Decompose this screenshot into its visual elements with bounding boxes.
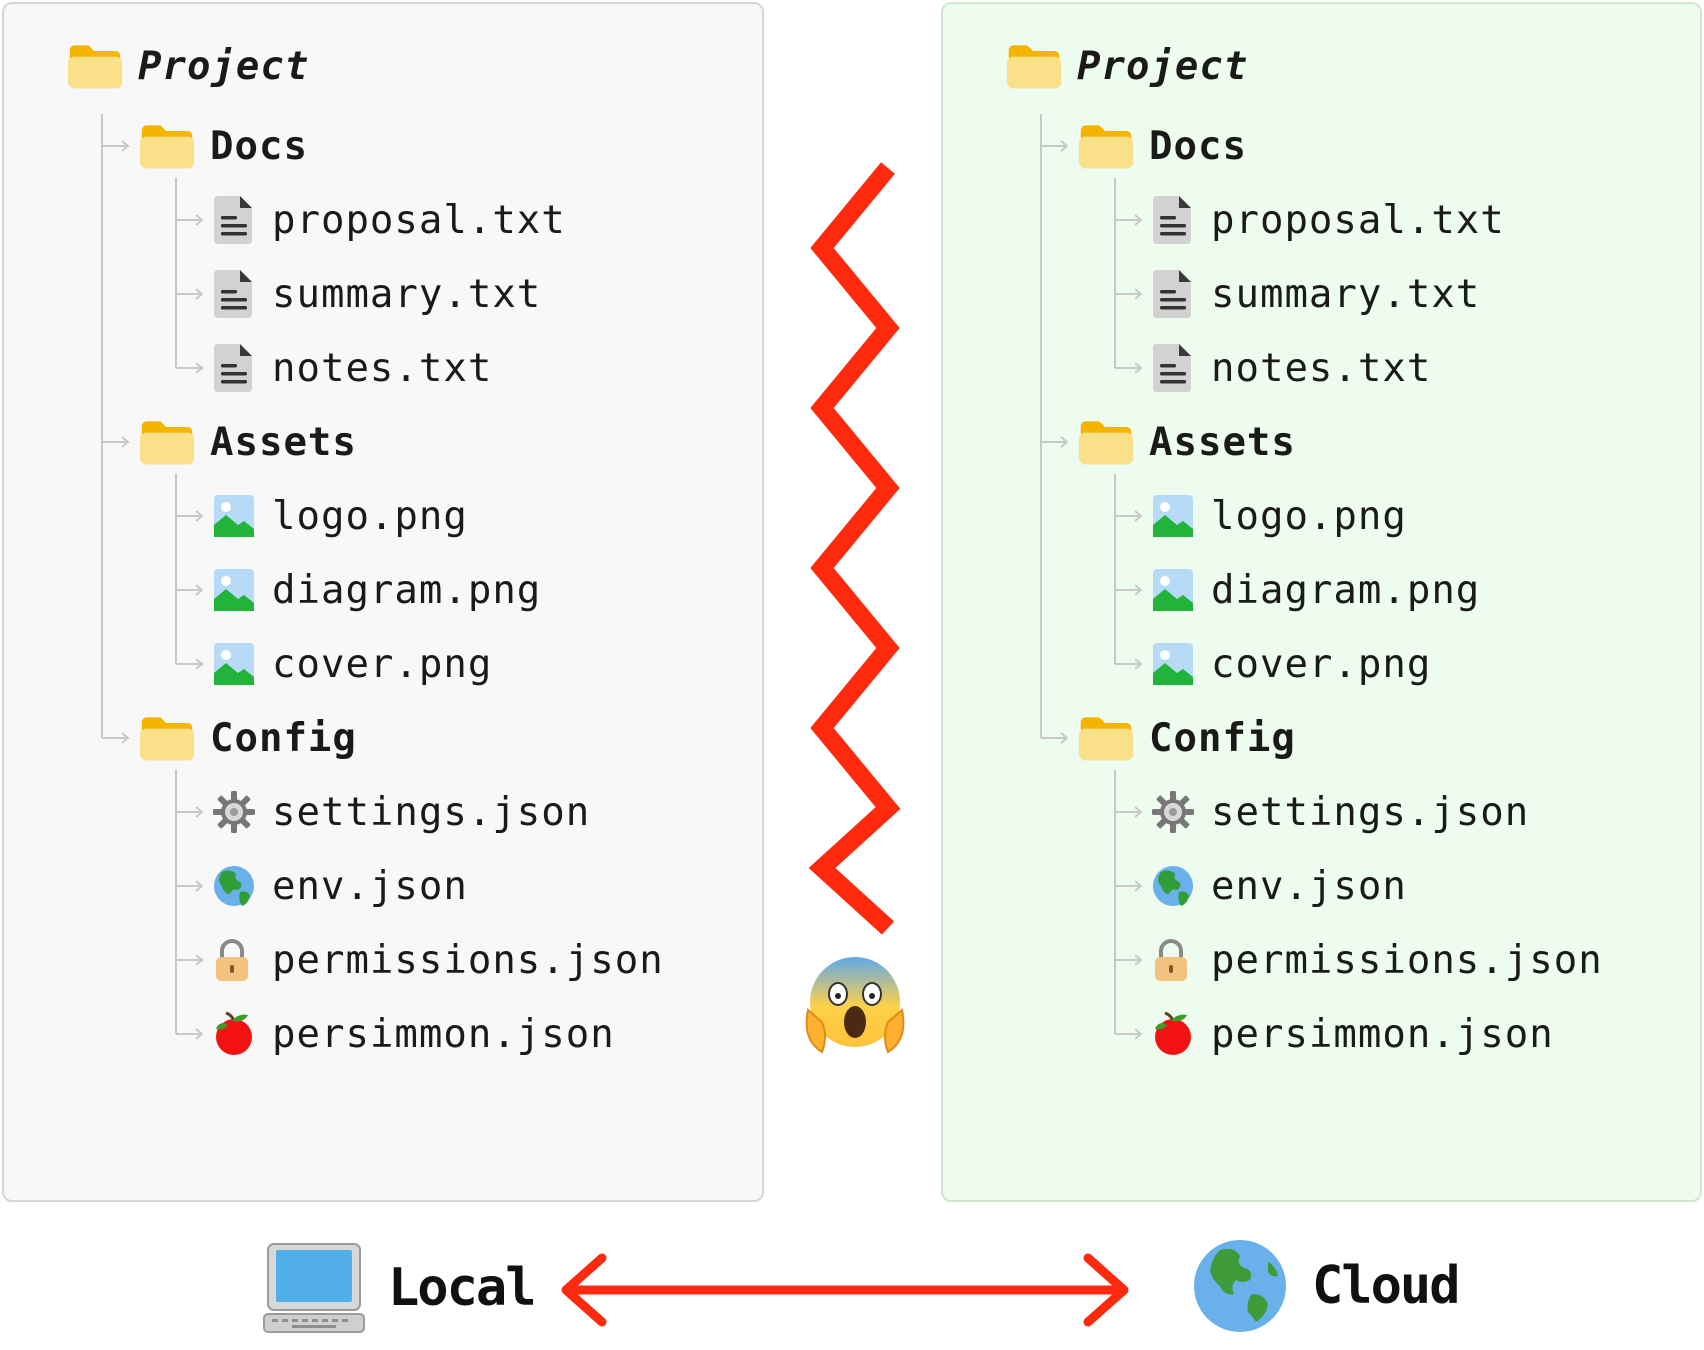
folder-icon <box>138 710 200 766</box>
file-label: summary.txt <box>1211 271 1481 317</box>
text-file-icon <box>1151 340 1211 396</box>
folder-label: Docs <box>1149 123 1247 169</box>
tree-folder[interactable]: Assets <box>138 412 357 472</box>
image-file-icon <box>1151 562 1211 618</box>
tree-file[interactable]: env.json <box>1151 856 1407 916</box>
folder-label: Assets <box>1149 419 1296 465</box>
tree-file[interactable]: diagram.png <box>1151 560 1480 620</box>
zigzag-conflict-icon <box>808 162 901 935</box>
folder-icon <box>138 118 200 174</box>
tree-folder[interactable]: Assets <box>1077 412 1296 472</box>
file-label: logo.png <box>1211 493 1407 539</box>
folder-label: Assets <box>210 419 357 465</box>
file-label: env.json <box>272 863 468 909</box>
file-label: summary.txt <box>272 271 542 317</box>
tree-file[interactable]: summary.txt <box>212 264 541 324</box>
tree-root[interactable]: Project <box>1005 36 1248 96</box>
tree-file[interactable]: cover.png <box>212 634 492 694</box>
file-label: proposal.txt <box>272 197 566 243</box>
tree-file[interactable]: notes.txt <box>1151 338 1431 398</box>
folder-label: Config <box>1149 715 1296 761</box>
tree-file[interactable]: summary.txt <box>1151 264 1480 324</box>
tree-guide-lines <box>1040 114 1143 1040</box>
root-label: Project <box>1077 43 1249 89</box>
lock-icon <box>212 932 272 988</box>
folder-icon <box>1077 118 1139 174</box>
gear-icon <box>212 784 272 840</box>
screaming-face-icon <box>805 957 905 1054</box>
text-file-icon <box>212 192 272 248</box>
gear-icon <box>1151 784 1211 840</box>
tree-file[interactable]: persimmon.json <box>1151 1004 1554 1064</box>
file-label: proposal.txt <box>1211 197 1505 243</box>
persimmon-icon <box>1151 1006 1211 1062</box>
tree-file[interactable]: diagram.png <box>212 560 541 620</box>
file-label: persimmon.json <box>272 1011 615 1057</box>
text-file-icon <box>1151 266 1211 322</box>
folder-icon <box>1005 38 1067 94</box>
computer-icon <box>263 1243 365 1333</box>
tree-file[interactable]: logo.png <box>212 486 468 546</box>
tree-guide-lines <box>101 114 204 1040</box>
file-label: settings.json <box>272 789 591 835</box>
root-label: Project <box>138 43 310 89</box>
globe-icon <box>1151 858 1211 914</box>
tree-file[interactable]: permissions.json <box>1151 930 1603 990</box>
lock-icon <box>1151 932 1211 988</box>
text-file-icon <box>1151 192 1211 248</box>
folder-icon <box>1077 710 1139 766</box>
tree-file[interactable]: env.json <box>212 856 468 916</box>
tree-folder[interactable]: Docs <box>138 116 308 176</box>
tree-file[interactable]: proposal.txt <box>212 190 566 250</box>
file-label: permissions.json <box>1211 937 1603 983</box>
double-arrow-icon <box>561 1253 1129 1327</box>
tree-file[interactable]: notes.txt <box>212 338 492 398</box>
image-file-icon <box>1151 636 1211 692</box>
text-file-icon <box>212 266 272 322</box>
file-label: persimmon.json <box>1211 1011 1554 1057</box>
tree-file[interactable]: settings.json <box>1151 782 1529 842</box>
cloud-endpoint: Cloud <box>1190 1236 1461 1336</box>
earth-globe-icon <box>1194 1240 1286 1332</box>
globe-icon <box>212 858 272 914</box>
image-file-icon <box>212 562 272 618</box>
file-label: notes.txt <box>1211 345 1432 391</box>
tree-file[interactable]: logo.png <box>1151 486 1407 546</box>
folder-icon <box>66 38 128 94</box>
folder-label: Config <box>210 715 357 761</box>
persimmon-icon <box>212 1006 272 1062</box>
tree-folder[interactable]: Config <box>138 708 357 768</box>
cloud-label: Cloud <box>1312 1256 1461 1316</box>
image-file-icon <box>212 488 272 544</box>
tree-folder[interactable]: Docs <box>1077 116 1247 176</box>
file-label: settings.json <box>1211 789 1530 835</box>
image-file-icon <box>1151 488 1211 544</box>
tree-file[interactable]: cover.png <box>1151 634 1431 694</box>
tree-file[interactable]: proposal.txt <box>1151 190 1505 250</box>
folder-label: Docs <box>210 123 308 169</box>
file-label: permissions.json <box>272 937 664 983</box>
file-label: cover.png <box>272 641 493 687</box>
file-label: diagram.png <box>1211 567 1481 613</box>
file-label: cover.png <box>1211 641 1432 687</box>
tree-file[interactable]: permissions.json <box>212 930 664 990</box>
image-file-icon <box>212 636 272 692</box>
tree-file[interactable]: settings.json <box>212 782 590 842</box>
file-label: logo.png <box>272 493 468 539</box>
tree-folder[interactable]: Config <box>1077 708 1296 768</box>
folder-icon <box>1077 414 1139 470</box>
local-label: Local <box>388 1258 537 1318</box>
local-endpoint: Local <box>262 1238 537 1338</box>
folder-icon <box>138 414 200 470</box>
tree-file[interactable]: persimmon.json <box>212 1004 615 1064</box>
file-label: notes.txt <box>272 345 493 391</box>
tree-root[interactable]: Project <box>66 36 309 96</box>
file-label: diagram.png <box>272 567 542 613</box>
file-label: env.json <box>1211 863 1407 909</box>
text-file-icon <box>212 340 272 396</box>
